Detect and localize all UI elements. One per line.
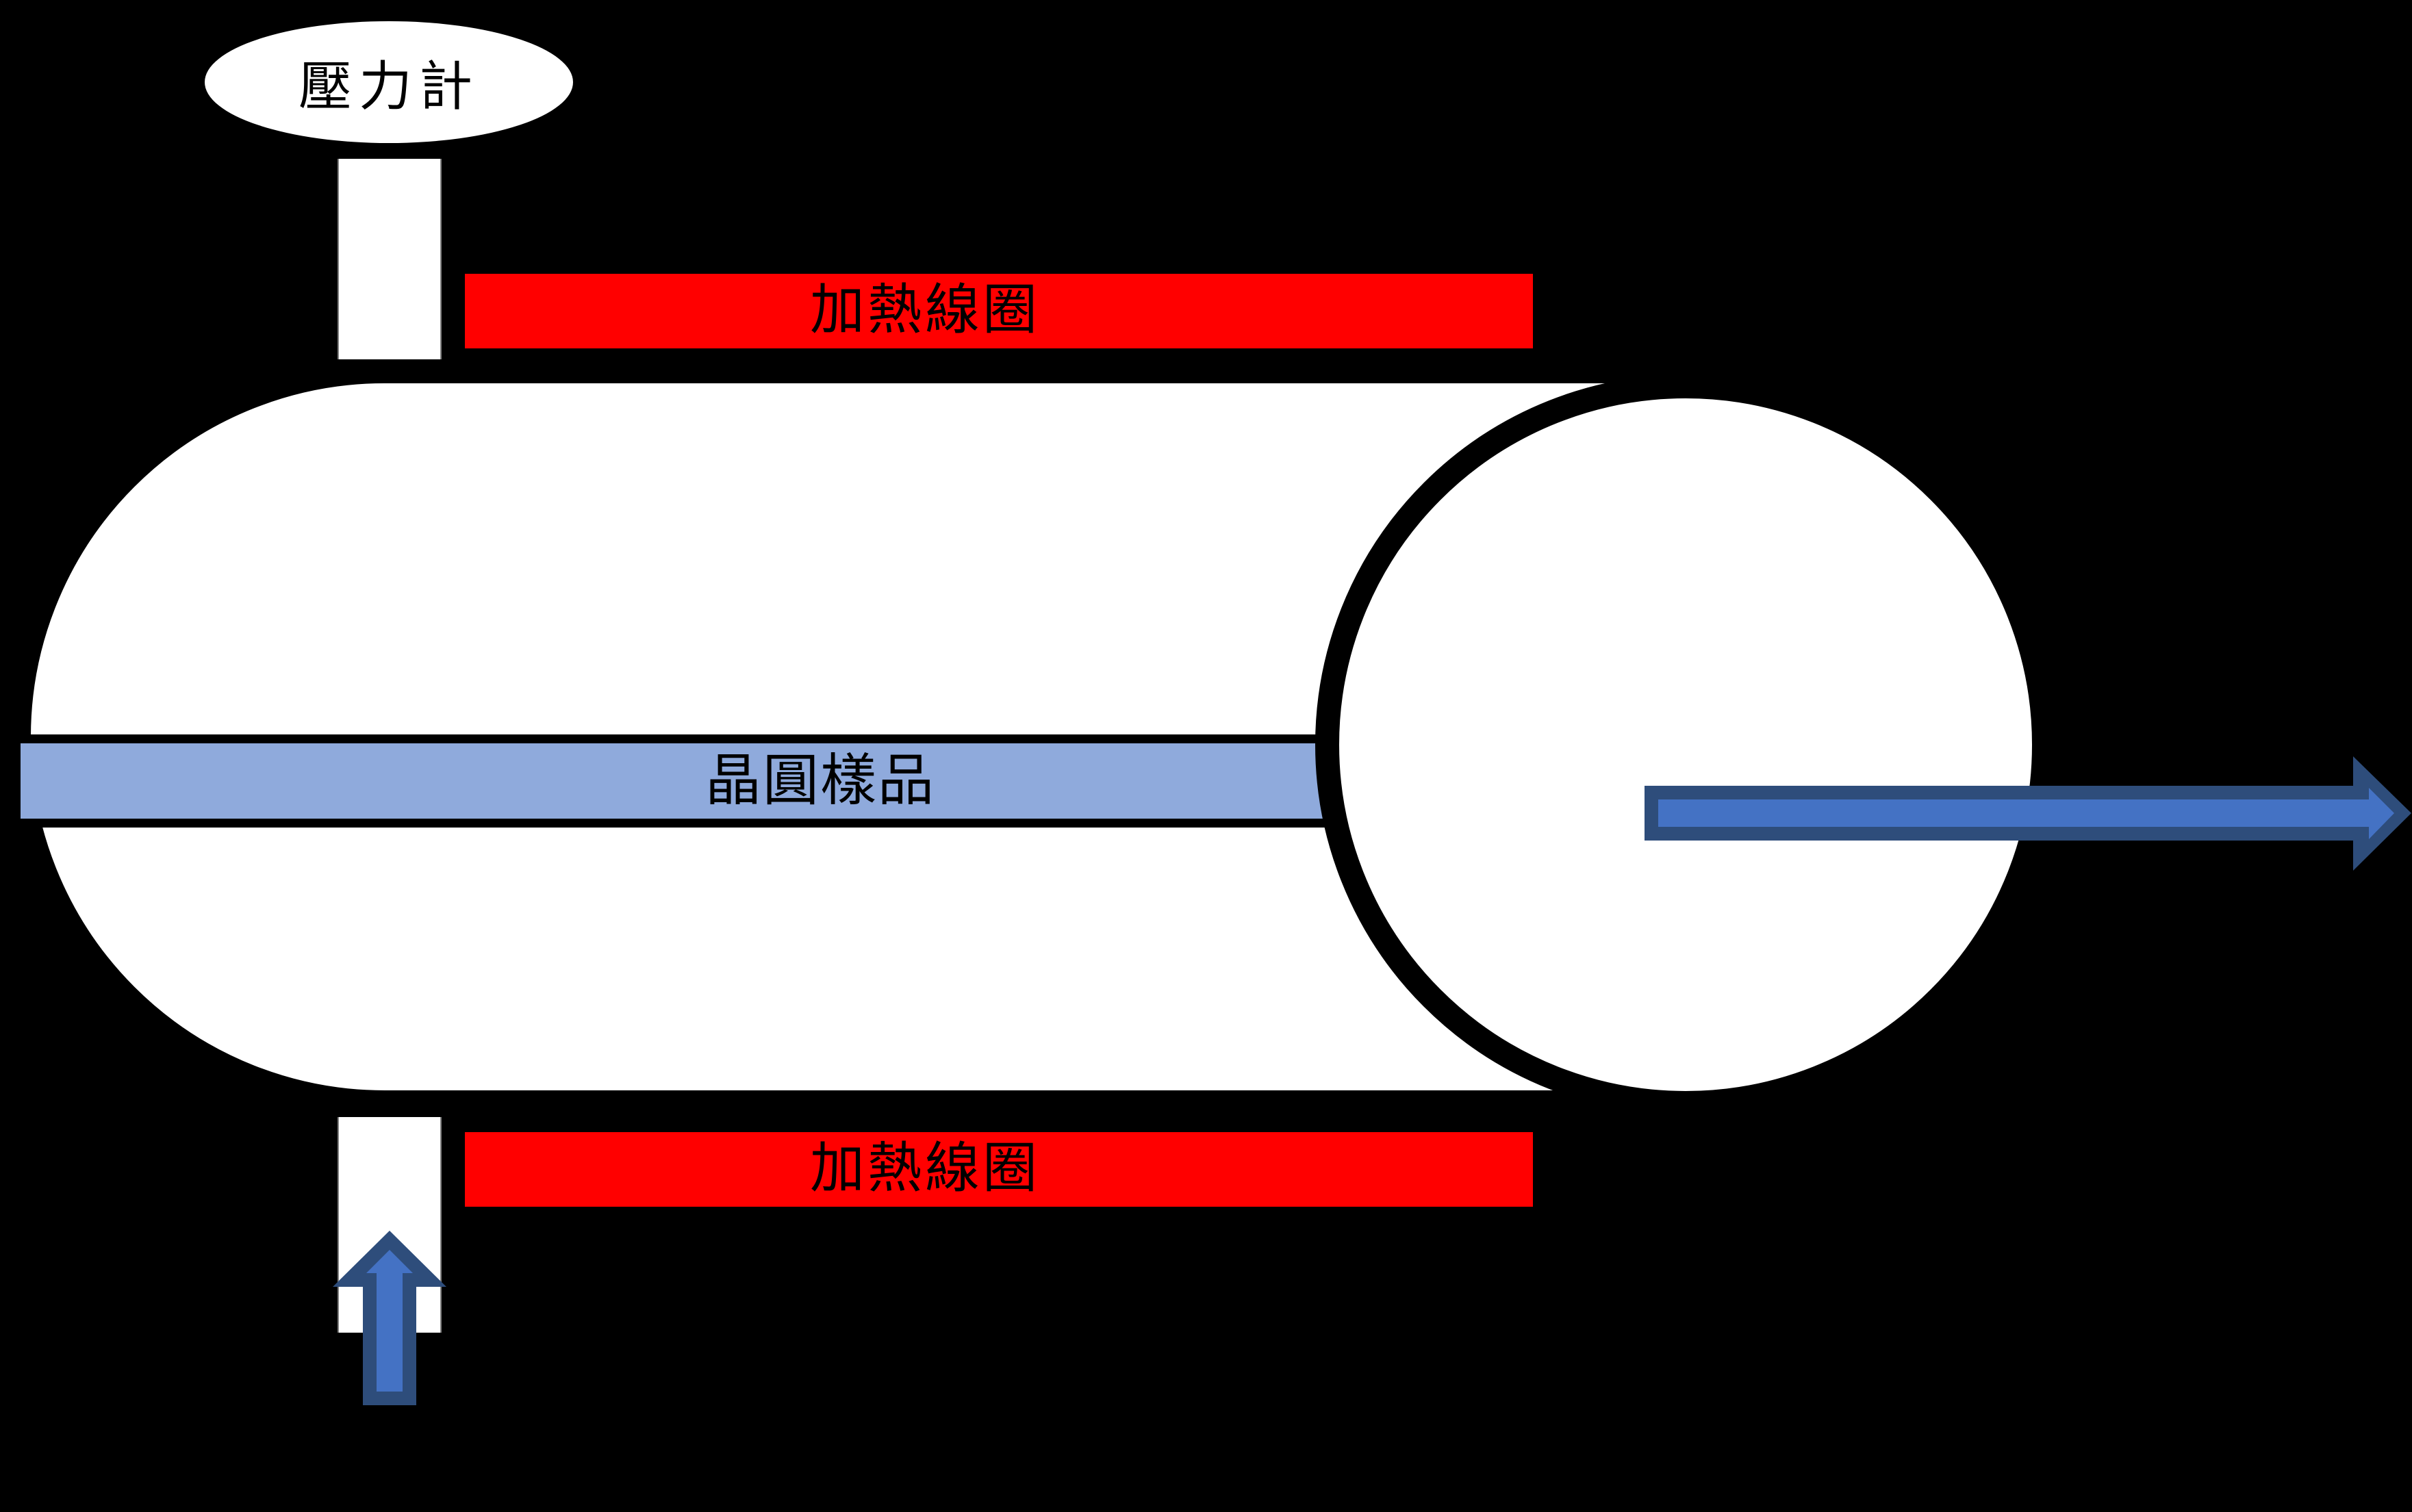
wafer-sample-bar [12, 734, 1359, 828]
wafer-sample-label: 晶圓樣品 [704, 749, 935, 812]
gas-inlet-arrow-icon [333, 1231, 446, 1405]
gas-outlet-arrow-icon [1645, 756, 2411, 871]
heating-coil-top-label: 加熱線圈 [810, 281, 1040, 341]
heating-coil-bottom-label: 加熱線圈 [810, 1139, 1040, 1199]
pressure-gauge: 壓力計 [200, 16, 578, 148]
heating-coil-top [465, 274, 1533, 348]
heating-coil-bottom [465, 1132, 1533, 1207]
pressure-gauge-pipe [338, 159, 442, 359]
pressure-gauge-label: 壓力計 [298, 57, 479, 116]
